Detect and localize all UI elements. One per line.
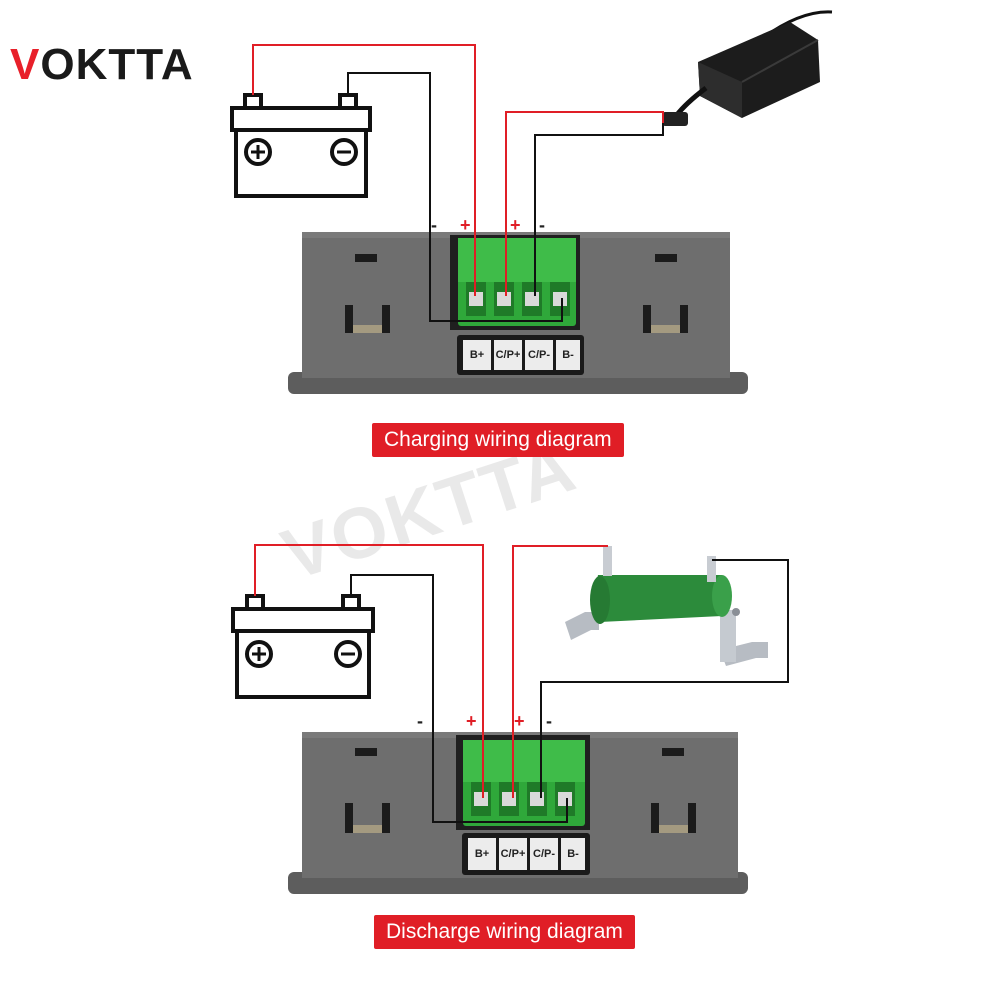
sign-batt-negative: - [431,215,437,235]
battery-icon [231,594,375,699]
brand-logo: VOKTTA [10,40,194,90]
wire-adapter-positive [505,111,664,296]
discharge-caption: Discharge wiring diagram [374,915,635,949]
sign-cp-negative: - [539,215,545,235]
terminal-label-b-minus: B- [562,349,574,361]
sign-cp-negative-discharge: - [546,711,552,731]
logo-mark: V [10,40,41,89]
wire-resistor-negative [540,559,789,798]
wire-battery-negative [347,72,563,322]
wire-resistor-positive [512,545,608,798]
wire-battery-positive [252,44,476,296]
charging-diagram [230,10,833,394]
wire-adapter-negative [534,123,664,296]
sign-batt-positive: + [460,215,471,235]
discharge-diagram [231,544,789,894]
wire-battery-negative-discharge [350,574,568,823]
terminal-label-b-plus: B+ [469,349,485,361]
terminal-label-cp-minus: C/P- [528,349,550,361]
terminal-label-cp-minus-discharge: C/P- [533,848,555,860]
terminal-label-b-plus-discharge: B+ [474,848,490,860]
battery-icon [230,93,372,198]
power-adapter-icon [662,10,833,126]
logo-text: OKTTA [40,40,194,89]
terminal-label-b-minus-discharge: B- [567,848,579,860]
sign-cp-positive: + [510,215,521,235]
sign-cp-positive-discharge: + [514,711,525,731]
terminal-label-cp-plus-discharge: C/P+ [500,848,526,860]
terminal-label-cp-plus: C/P+ [495,349,521,361]
terminal-block-icon [458,238,576,326]
sign-batt-negative-discharge: - [417,711,423,731]
sign-batt-positive-discharge: + [466,711,477,731]
resistor-icon [565,546,768,666]
wire-battery-positive-discharge [254,544,484,798]
charging-caption: Charging wiring diagram [372,423,624,457]
